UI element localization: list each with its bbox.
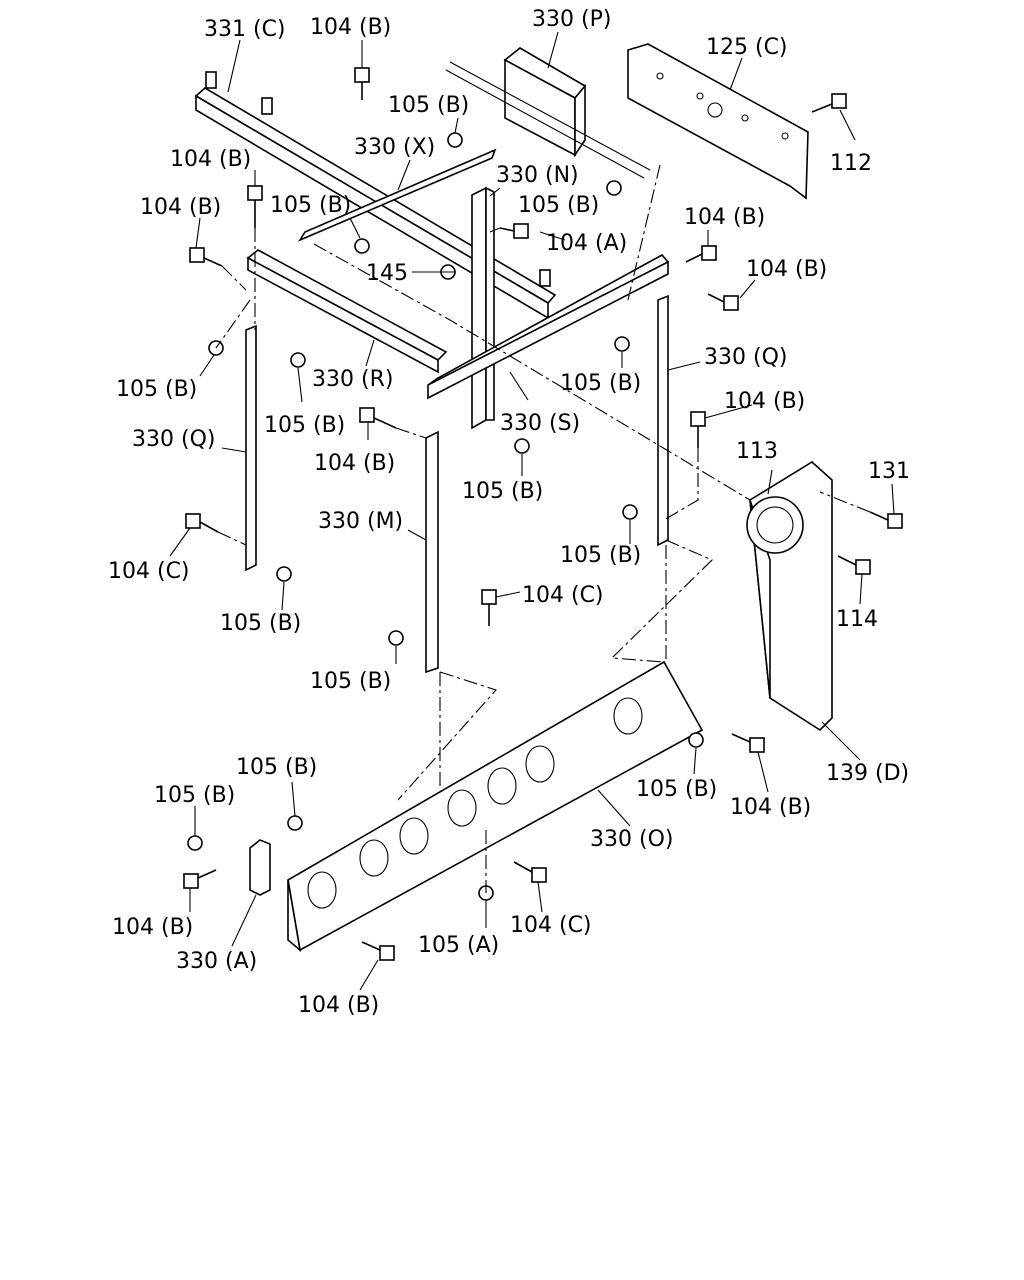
plate-125c bbox=[627, 43, 809, 200]
label-104b: 104 (B) bbox=[298, 993, 379, 1018]
member-330n bbox=[471, 186, 495, 430]
label-105b: 105 (B) bbox=[264, 413, 345, 438]
member-330q-left bbox=[245, 324, 257, 572]
label-112: 112 bbox=[830, 151, 872, 176]
callout-labels: 331 (C) 104 (B) 330 (P) 125 (C) 105 (B) … bbox=[108, 7, 910, 1018]
label-125c: 125 (C) bbox=[706, 35, 788, 60]
label-145: 145 bbox=[366, 261, 408, 286]
bracket-330a bbox=[249, 839, 271, 896]
label-104b: 104 (B) bbox=[730, 795, 811, 820]
label-105b: 105 (B) bbox=[388, 93, 469, 118]
label-330n: 330 (N) bbox=[496, 163, 579, 188]
label-104b: 104 (B) bbox=[170, 147, 251, 172]
label-105b: 105 (B) bbox=[560, 543, 641, 568]
label-330o: 330 (O) bbox=[590, 827, 673, 852]
label-330a: 330 (A) bbox=[176, 949, 257, 974]
leader-lines bbox=[169, 31, 895, 991]
label-104a: 104 (A) bbox=[546, 231, 627, 256]
member-330m bbox=[425, 430, 439, 674]
rail-330s bbox=[427, 253, 670, 400]
label-104b: 104 (B) bbox=[140, 195, 221, 220]
label-105b: 105 (B) bbox=[270, 193, 351, 218]
label-104b: 104 (B) bbox=[310, 15, 391, 40]
fasteners bbox=[183, 67, 903, 961]
member-330q-right bbox=[657, 294, 669, 547]
label-105b: 105 (B) bbox=[154, 783, 235, 808]
label-105b: 105 (B) bbox=[236, 755, 317, 780]
label-104c: 104 (C) bbox=[108, 559, 190, 584]
label-105b: 105 (B) bbox=[116, 377, 197, 402]
label-104b: 104 (B) bbox=[724, 389, 805, 414]
label-105a: 105 (A) bbox=[418, 933, 499, 958]
label-105b: 105 (B) bbox=[220, 611, 301, 636]
label-113: 113 bbox=[736, 439, 778, 464]
label-104b: 104 (B) bbox=[314, 451, 395, 476]
label-131: 131 bbox=[868, 459, 910, 484]
label-139d: 139 (D) bbox=[826, 761, 909, 786]
label-105b: 105 (B) bbox=[560, 371, 641, 396]
label-330q: 330 (Q) bbox=[704, 345, 787, 370]
shroud-139d bbox=[746, 461, 833, 732]
label-330m: 330 (M) bbox=[318, 509, 403, 534]
member-330x bbox=[297, 148, 497, 242]
label-105b: 105 (B) bbox=[518, 193, 599, 218]
panel-330o bbox=[287, 660, 704, 953]
label-105b: 105 (B) bbox=[462, 479, 543, 504]
label-104b: 104 (B) bbox=[746, 257, 827, 282]
label-114: 114 bbox=[836, 607, 878, 632]
label-330x: 330 (X) bbox=[354, 135, 435, 160]
label-105b: 105 (B) bbox=[636, 777, 717, 802]
label-104b: 104 (B) bbox=[684, 205, 765, 230]
bracket-330p bbox=[445, 47, 651, 179]
label-330p: 330 (P) bbox=[532, 7, 611, 32]
label-104c: 104 (C) bbox=[510, 913, 592, 938]
assembly-lines bbox=[215, 164, 871, 893]
label-331c: 331 (C) bbox=[204, 17, 286, 42]
label-105b: 105 (B) bbox=[310, 669, 391, 694]
label-330q: 330 (Q) bbox=[132, 427, 215, 452]
label-330r: 330 (R) bbox=[312, 367, 393, 392]
label-104b: 104 (B) bbox=[112, 915, 193, 940]
rail-330r bbox=[246, 249, 448, 374]
label-330s: 330 (S) bbox=[500, 411, 580, 436]
label-104c: 104 (C) bbox=[522, 583, 604, 608]
